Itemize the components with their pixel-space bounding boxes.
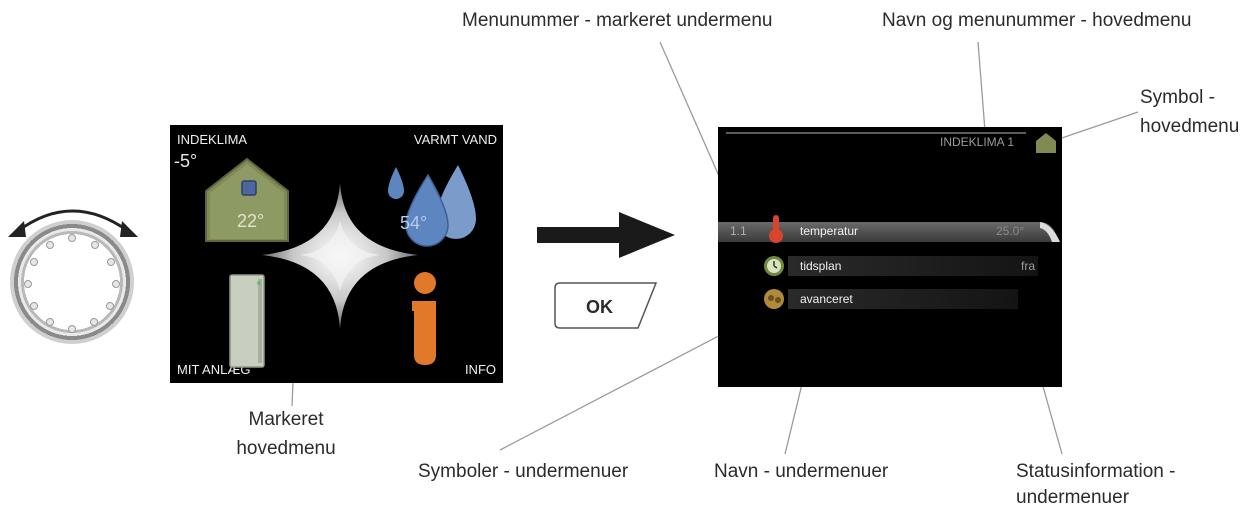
menu-label-info[interactable]: INFO xyxy=(464,362,496,377)
knob-dot xyxy=(112,280,120,288)
submenu-row-tidsplan[interactable]: tidsplan fra xyxy=(718,255,1038,277)
submenu-status: fra xyxy=(1021,259,1036,273)
knob-dot xyxy=(46,241,54,249)
house-icon xyxy=(1036,133,1056,153)
submenu-name: avanceret xyxy=(800,292,853,306)
menu-label-indeklima[interactable]: INDEKLIMA xyxy=(177,132,248,147)
knob-dot xyxy=(107,258,115,266)
indoor-temp: 22° xyxy=(237,211,265,231)
row-bar xyxy=(788,256,1038,276)
submenu-header: INDEKLIMA 1 xyxy=(940,135,1015,149)
row-bar xyxy=(788,289,1018,309)
outdoor-temp: -5° xyxy=(174,151,198,171)
knob-dot xyxy=(30,302,38,310)
callout-symbol-line1: Symbol - xyxy=(1140,87,1215,108)
heat-pump-icon xyxy=(229,274,265,368)
knob-dot xyxy=(106,302,114,310)
callout-status-line1: Statusinformation - xyxy=(1016,461,1176,482)
tools-icon xyxy=(764,289,784,309)
control-knob[interactable] xyxy=(10,220,134,344)
knob-dot xyxy=(68,325,76,333)
clock-icon xyxy=(764,256,784,276)
callout-markeret-line2: hovedmenu xyxy=(236,438,336,459)
main-menu-screen: INDEKLIMA VARMT VAND MIT ANLÆG INFO -5° … xyxy=(170,125,503,383)
callout-status-line2: undermenuer xyxy=(1016,487,1130,508)
callout-symbol-line2: hovedmenu xyxy=(1140,116,1240,137)
rotate-arrows-icon xyxy=(8,209,138,237)
info-icon xyxy=(412,272,436,365)
submenu-status: 25.0° xyxy=(996,224,1025,238)
callout-navn-undermenuer: Navn - undermenuer xyxy=(714,461,889,482)
water-temp: 54° xyxy=(400,213,428,233)
menu-label-varmt-vand[interactable]: VARMT VAND xyxy=(413,132,497,147)
knob-dot xyxy=(30,258,38,266)
ok-label: OK xyxy=(586,297,613,317)
header-rule xyxy=(726,132,1026,134)
thermometer-icon xyxy=(769,215,783,243)
knob-dot xyxy=(46,318,54,326)
knob-dot xyxy=(91,241,99,249)
knob-dot xyxy=(90,318,98,326)
row-highlight xyxy=(718,222,1060,242)
knob-dot xyxy=(68,234,76,242)
submenu-name: tidsplan xyxy=(800,259,842,273)
arrow-right-icon xyxy=(537,212,675,258)
callout-symboler: Symboler - undermenuer xyxy=(418,461,629,482)
callout-markeret-line1: Markeret xyxy=(248,409,324,430)
ok-button[interactable]: OK xyxy=(554,282,658,330)
callout-navn-hovedmenu: Navn og menunummer - hovedmenu xyxy=(882,10,1192,31)
selection-star-icon xyxy=(262,183,418,329)
leader-navn-hovedmenu xyxy=(977,41,986,132)
water-drops-icon xyxy=(388,165,476,247)
submenu-number: 1.1 xyxy=(730,224,747,238)
house-icon xyxy=(205,157,289,242)
submenu-row-avanceret[interactable]: avanceret xyxy=(718,288,1038,310)
callout-menunummer: Menunummer - markeret undermenu xyxy=(462,10,773,31)
knob-dot xyxy=(24,280,32,288)
submenu-row-temperatur[interactable]: 1.1 temperatur 25.0° xyxy=(718,215,1062,243)
submenu-screen: INDEKLIMA 1 1.1 temperatur xyxy=(718,127,1062,387)
leader-symbol xyxy=(1055,111,1139,141)
submenu-name: temperatur xyxy=(800,224,859,238)
